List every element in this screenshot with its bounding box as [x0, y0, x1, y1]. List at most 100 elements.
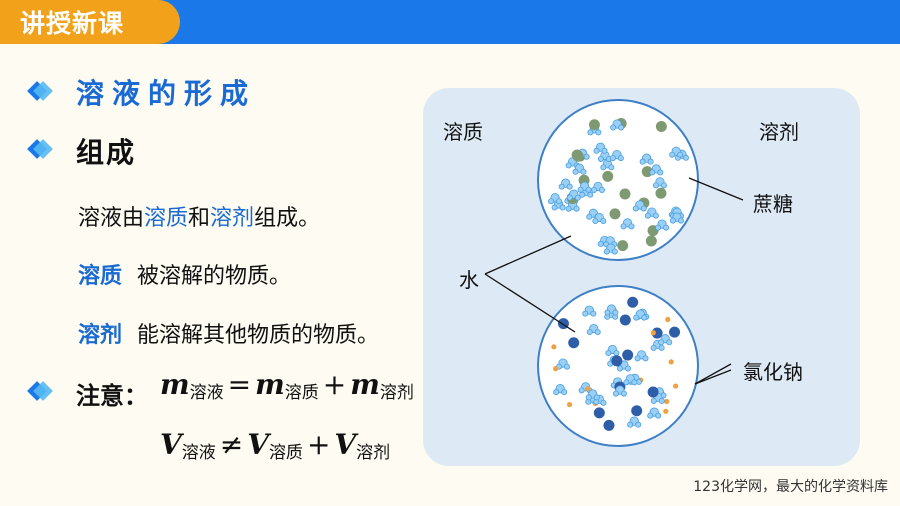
section-tab: 讲授新课	[0, 0, 180, 44]
subscript-solvent: 溶剂	[356, 443, 391, 463]
chloride-ion	[611, 355, 623, 367]
water-molecule	[652, 177, 667, 189]
footer-watermark: 123化学网，最大的化学资料库	[693, 479, 888, 495]
label-solvent: 溶剂	[759, 120, 799, 144]
volume-formula: V溶液≠V溶质+V溶剂	[160, 428, 390, 463]
composition-prefix: 溶液由	[78, 206, 145, 231]
composition-sentence: 溶液由溶质和溶剂组成。	[78, 200, 320, 232]
water-molecule	[620, 218, 635, 230]
equals-sign: =	[227, 368, 252, 401]
sucrose-molecule	[602, 170, 614, 182]
sucrose-molecule	[571, 149, 583, 161]
water-molecule	[586, 323, 601, 336]
definition-solute: 溶质 被溶解的物质。	[78, 258, 291, 290]
water-molecule	[639, 153, 654, 165]
bullet-diamond-icon	[27, 138, 53, 160]
chloride-ion	[593, 407, 605, 419]
water-molecule	[612, 385, 627, 397]
not-equal-sign: ≠	[219, 428, 244, 461]
mass-symbol: m	[350, 368, 380, 401]
water-molecule	[655, 219, 670, 231]
water-molecule	[632, 200, 647, 212]
water-molecule	[603, 243, 618, 255]
tab-title: 讲授新课	[20, 9, 125, 38]
water-molecule	[590, 181, 605, 193]
water-molecule	[644, 207, 659, 219]
subscript-solvent: 溶剂	[379, 383, 414, 403]
section-title: 溶液的形成	[76, 77, 257, 110]
chloride-ion	[619, 314, 631, 326]
water-molecule	[553, 384, 568, 396]
sucrose-molecule	[645, 235, 657, 247]
chloride-ion	[603, 419, 615, 431]
water-molecule	[609, 150, 624, 162]
water-molecule	[623, 374, 638, 386]
plus-sign: +	[306, 428, 331, 461]
water-leader-line-top	[484, 235, 572, 275]
sucrose-molecule	[617, 240, 629, 252]
sucrose-molecule	[588, 119, 600, 131]
water-molecule	[558, 178, 573, 190]
water-molecule	[605, 344, 620, 356]
sodium-ion	[672, 383, 679, 389]
water-molecule	[604, 304, 619, 316]
sucrose-solution-circle	[537, 99, 699, 261]
water-molecule	[647, 407, 662, 419]
water-molecule	[634, 350, 649, 362]
water-molecule	[548, 193, 563, 205]
volume-symbol: V	[160, 428, 182, 461]
chloride-ion	[669, 326, 681, 338]
mass-formula: m溶液=m溶质+m溶剂	[160, 368, 414, 403]
water-molecule	[582, 305, 597, 317]
water-molecule	[556, 358, 571, 370]
water-molecule	[585, 389, 600, 401]
label-nacl: 氯化钠	[743, 360, 803, 384]
solution-diagram	[484, 99, 744, 447]
sucrose-molecule	[619, 188, 631, 200]
sodium-ion	[664, 398, 670, 405]
water-molecule	[597, 150, 612, 162]
volume-symbol: V	[334, 428, 357, 461]
water-molecule	[566, 189, 581, 201]
bullet-diamond-icon	[27, 380, 53, 402]
composition-heading: 组成	[76, 136, 137, 169]
composition-solvent: 溶剂	[210, 206, 255, 231]
label-water: 水	[459, 268, 479, 292]
definition-term: 溶质	[78, 264, 123, 289]
plus-sign: +	[322, 368, 347, 401]
water-molecule	[587, 124, 602, 136]
subscript-solution: 溶液	[181, 443, 216, 463]
water-molecule	[593, 142, 608, 154]
definition-term: 溶剂	[78, 323, 123, 348]
chloride-ion	[568, 337, 580, 349]
water-leader-line-bottom	[484, 273, 576, 333]
water-molecule	[592, 212, 607, 224]
sodium-ion	[663, 408, 669, 414]
sucrose-molecule	[655, 120, 667, 132]
composition-and: 和	[188, 206, 211, 231]
sucrose-molecule	[655, 187, 667, 199]
label-solute: 溶质	[443, 120, 483, 144]
water-molecule	[577, 181, 592, 193]
definition-text: 被溶解的物质。	[137, 264, 292, 289]
water-molecule	[669, 146, 684, 158]
chloride-ion	[651, 327, 663, 339]
water-molecule	[649, 164, 664, 176]
sucrose-leader-line	[688, 177, 744, 201]
water-molecule	[658, 334, 673, 346]
bullet-diamond-icon	[27, 80, 53, 102]
subscript-solution: 溶液	[189, 383, 224, 403]
volume-symbol: V	[247, 428, 269, 461]
sodium-ion	[585, 386, 591, 392]
chloride-ion	[647, 386, 659, 398]
water-molecule	[627, 416, 642, 428]
definition-solvent: 溶剂 能溶解其他物质的物质。	[78, 317, 379, 349]
nacl-leader-line-2	[694, 369, 732, 385]
subscript-solute: 溶质	[268, 443, 303, 463]
sucrose-molecule	[641, 166, 653, 178]
water-molecule	[572, 163, 587, 175]
water-molecule	[633, 309, 648, 321]
note-label: 注意：	[76, 382, 148, 410]
solution-diagram-panel: 溶质 溶剂 蔗糖 水 氯化钠	[423, 88, 860, 466]
water-molecule	[669, 212, 684, 224]
